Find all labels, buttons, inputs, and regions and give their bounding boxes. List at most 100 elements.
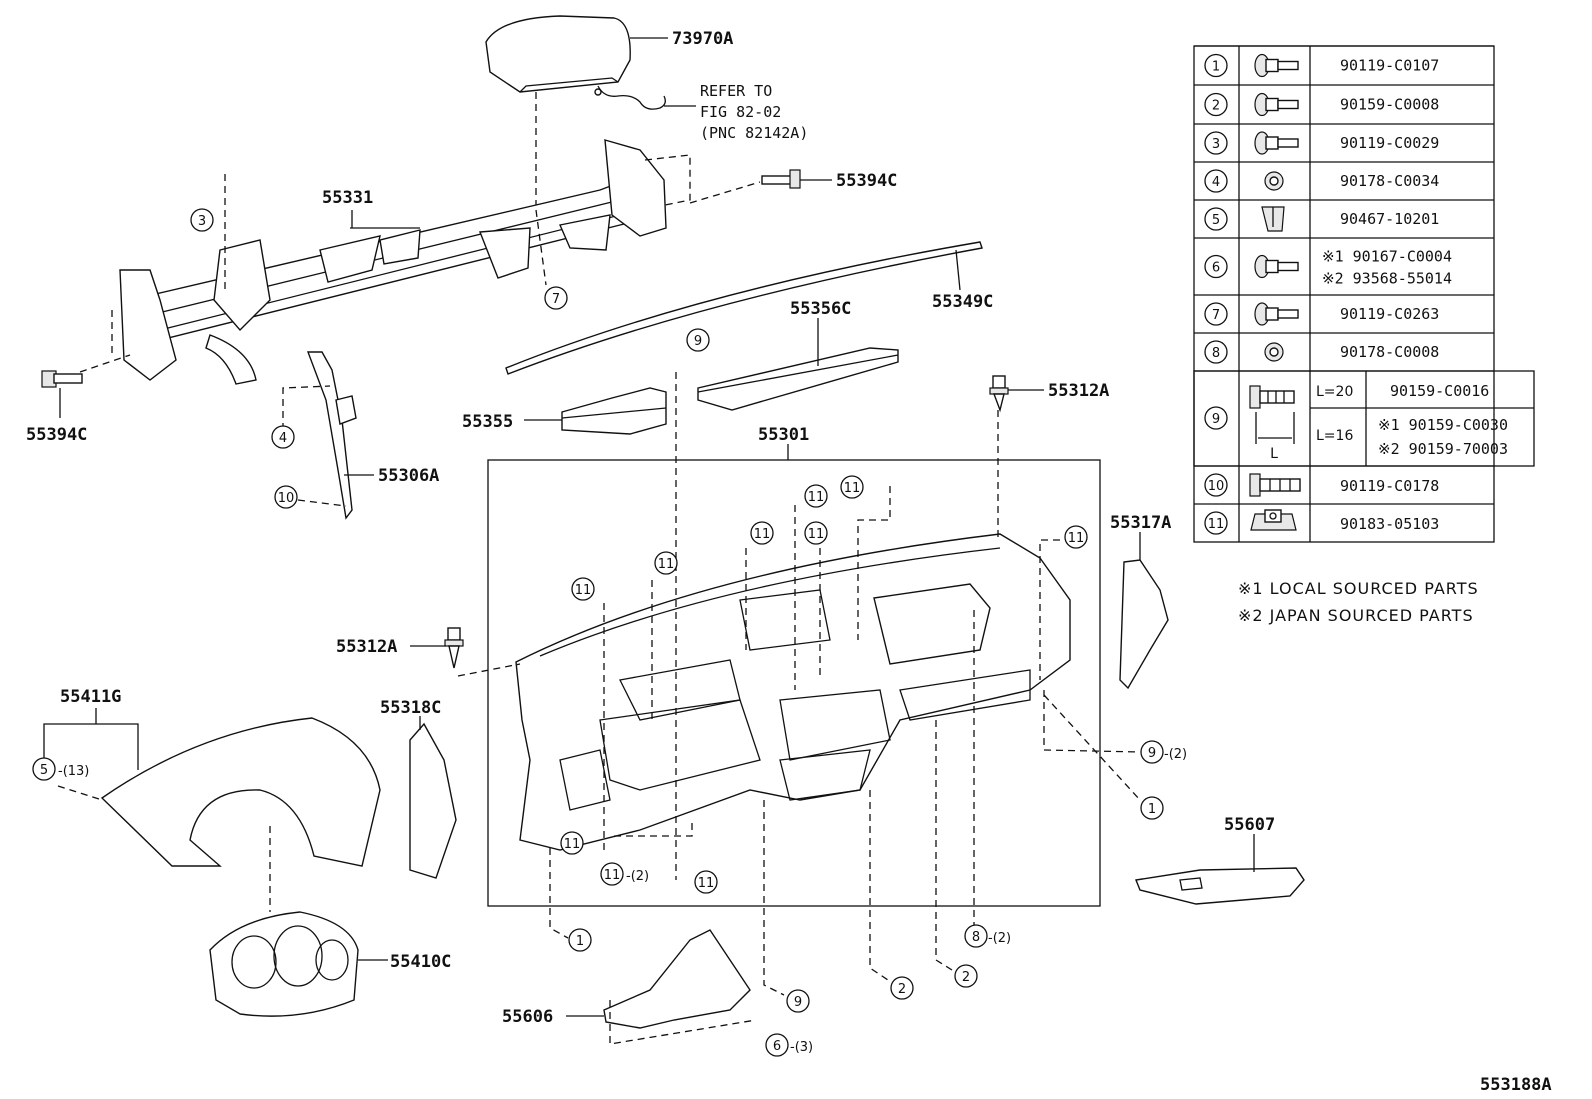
note-local-sourced: ※1 LOCAL SOURCED PARTS — [1238, 579, 1479, 598]
dimension-label: L — [1270, 446, 1278, 462]
callout-number: 7 — [552, 292, 560, 307]
clip-icon — [1261, 206, 1285, 232]
label-55606: 55606 — [502, 1007, 553, 1027]
part-number-9-l20: 90159-C0016 — [1390, 382, 1489, 400]
callout-circle — [1204, 473, 1228, 497]
callout-c6: 6 — [765, 1033, 789, 1057]
glove-compartment-panel — [697, 347, 899, 411]
callout-c7: 7 — [544, 286, 568, 310]
length-label-20: L=20 — [1316, 384, 1353, 400]
part-number-2: 90159-C0008 — [1340, 96, 1439, 114]
instrument-panel — [515, 533, 1071, 851]
label-55349C: 55349C — [932, 292, 993, 312]
bolt-washer-icon — [1254, 254, 1299, 279]
callout-quantity: -(2) — [988, 931, 1011, 946]
callout-circle — [1204, 406, 1228, 430]
callout-quantity: -(13) — [58, 764, 89, 779]
callout-number: 4 — [279, 431, 287, 446]
callout-number: 11 — [808, 490, 825, 505]
under-cover-left — [603, 929, 751, 1029]
label-55331: 55331 — [322, 188, 373, 208]
callout-number: 11 — [754, 527, 771, 542]
table-row-3: 3 90119-C0029 — [1204, 131, 1439, 155]
callout-number: 8 — [972, 930, 980, 945]
under-cover-right — [1135, 867, 1305, 905]
defroster-strip — [505, 241, 983, 375]
callout-circle — [1204, 131, 1228, 155]
table-row-3-number: 3 — [1212, 137, 1220, 152]
table-row-9-number: 9 — [1212, 412, 1220, 427]
table-row-7: 7 90119-C0263 — [1204, 302, 1439, 326]
combination-meter — [209, 911, 359, 1017]
table-row-11: 11 90183-05103 — [1204, 509, 1439, 535]
table-row-9: 9 L L=20 90159-C0016 L=16 ※1 90159-C0030… — [1204, 382, 1508, 462]
callout-c1-right: 1 — [1140, 796, 1164, 820]
callout-c11-d: 11 — [804, 521, 828, 545]
flange-bolt-icon — [1249, 473, 1301, 497]
side-panel-left — [409, 722, 457, 879]
callout-c11-a: 11 — [840, 475, 864, 499]
callout-c1-bottom: 1 — [568, 928, 592, 952]
callout-c3: 3 — [190, 208, 214, 232]
table-row-7-number: 7 — [1212, 308, 1220, 323]
callout-c4: 4 — [271, 425, 295, 449]
callout-number: 2 — [962, 970, 970, 985]
callout-c10: 10 — [274, 485, 298, 509]
panel-callout-lines — [457, 372, 1141, 996]
bolt-55394C-left — [41, 370, 83, 388]
label-55355: 55355 — [462, 412, 513, 432]
part-number-10: 90119-C0178 — [1340, 477, 1439, 495]
instrument-panel-reinforcement — [119, 139, 667, 385]
label-55410C: 55410C — [390, 952, 451, 972]
callout-number: 3 — [198, 214, 206, 229]
table-row-11-number: 11 — [1208, 517, 1225, 532]
refer-pnc-text: (PNC 82142A) — [700, 124, 808, 142]
callout-c11-g: 11 — [571, 577, 595, 601]
callout-c2-b: 2 — [954, 964, 978, 988]
clip-55312A-left — [444, 627, 464, 669]
callout-c9-bottom: 9 — [786, 989, 810, 1013]
table-row-10-number: 10 — [1208, 479, 1225, 494]
table-row-6-number: 6 — [1212, 261, 1220, 276]
refer-fig-text: FIG 82-02 — [700, 103, 781, 121]
center-bracket — [561, 387, 667, 435]
table-row-10: 10 90119-C0178 — [1204, 473, 1439, 497]
bolt-washer-icon — [1254, 92, 1299, 117]
callout-number: 11 — [575, 583, 592, 598]
label-55394C-top: 55394C — [836, 171, 897, 191]
callout-number: 10 — [278, 491, 295, 506]
callout-c11-f: 11 — [654, 551, 678, 575]
callout-circle — [1204, 302, 1228, 326]
nut-icon — [1264, 171, 1284, 191]
table-row-6: 6※1 90167-C0004※2 93568-55014 — [1204, 248, 1452, 288]
speed-nut-icon — [1250, 509, 1297, 531]
callout-c11-i: 11 — [694, 870, 718, 894]
callout-number: 9 — [1148, 746, 1156, 761]
callout-circle — [1204, 53, 1228, 78]
callout-quantity: -(2) — [626, 869, 649, 884]
callout-circle — [1204, 511, 1228, 535]
part-number-5: 90467-10201 — [1340, 210, 1439, 228]
callout-number: 11 — [698, 876, 715, 891]
label-55318C: 55318C — [380, 698, 441, 718]
panel-assembly-frame — [487, 459, 1101, 907]
flange-bolt-icon — [1249, 385, 1295, 444]
table-row-5-number: 5 — [1212, 213, 1220, 228]
note-japan-sourced: ※2 JAPAN SOURCED PARTS — [1238, 606, 1474, 625]
callout-c11-k: 11 — [600, 862, 624, 886]
part-number-3: 90119-C0029 — [1340, 134, 1439, 152]
part-number-7: 90119-C0263 — [1340, 305, 1439, 323]
label-55301: 55301 — [758, 425, 809, 445]
table-row-2-number: 2 — [1212, 99, 1220, 114]
part-number-8: 90178-C0008 — [1340, 343, 1439, 361]
bolt-55394C-top — [761, 169, 801, 189]
clip-55312A-top — [989, 375, 1009, 413]
callout-circle — [1204, 207, 1228, 231]
label-55411G: 55411G — [60, 687, 121, 707]
label-55312A-left: 55312A — [336, 637, 397, 657]
callout-number: 11 — [604, 868, 621, 883]
part-number-9-l16-local: ※1 90159-C0030 — [1378, 416, 1508, 434]
passenger-airbag — [485, 15, 668, 93]
table-row-5: 5 90467-10201 — [1204, 206, 1439, 232]
